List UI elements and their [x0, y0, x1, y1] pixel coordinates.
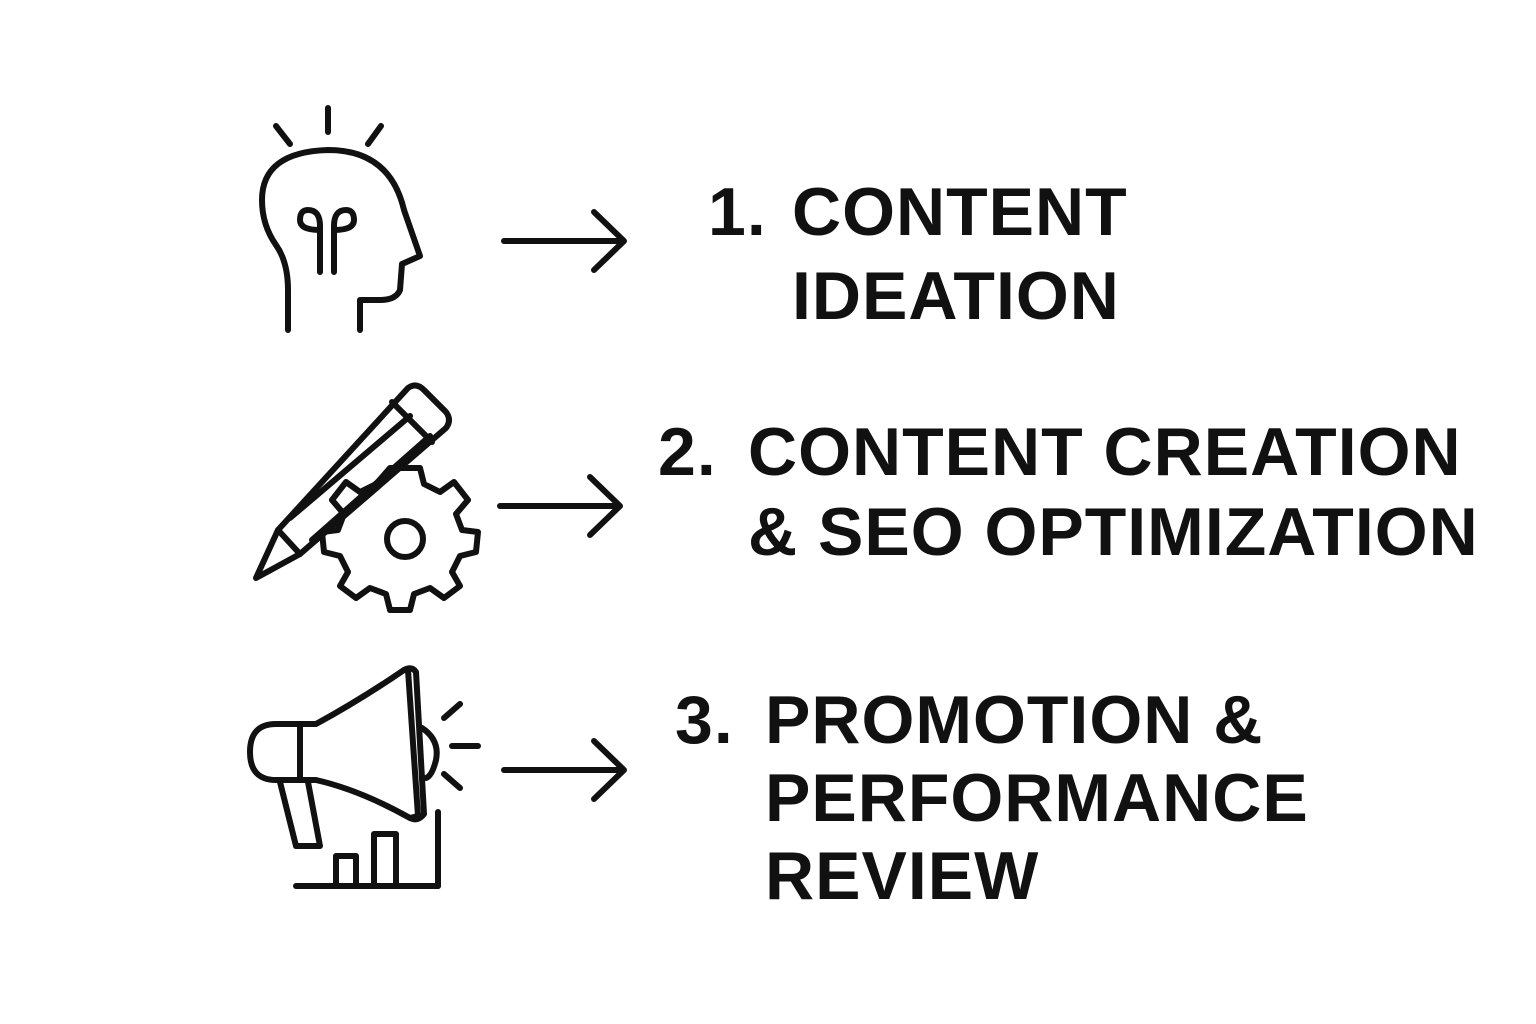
step-title-line: & SEO OPTIMIZATION — [748, 494, 1479, 570]
step-number: 3. — [675, 682, 734, 758]
step-title-line: REVIEW — [765, 838, 1040, 914]
step-number: 1. — [708, 174, 767, 250]
step-title-line: PROMOTION & — [765, 682, 1264, 758]
step-title-line: IDEATION — [792, 258, 1120, 334]
step-title-line: PERFORMANCE — [765, 760, 1309, 836]
step-number: 2. — [658, 414, 717, 490]
step-title-line: CONTENT CREATION — [748, 414, 1462, 490]
step-title-line: CONTENT — [792, 174, 1128, 250]
